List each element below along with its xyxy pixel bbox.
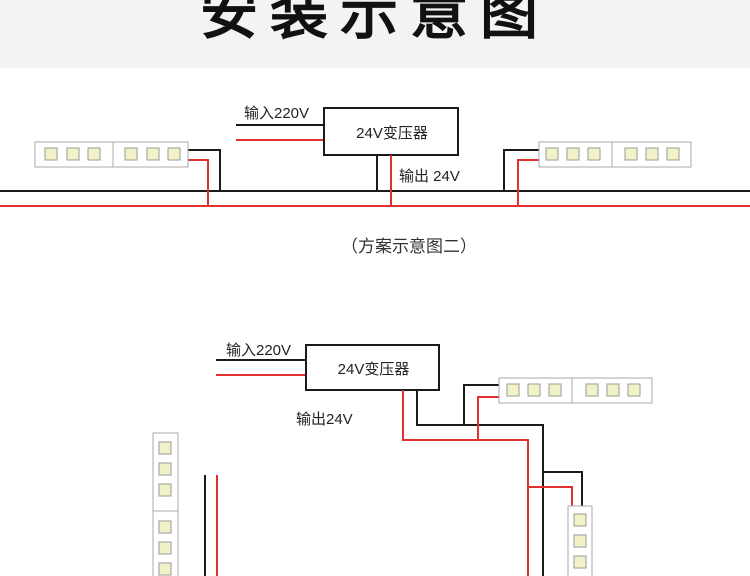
led-chip bbox=[587, 147, 601, 161]
led-chip bbox=[548, 383, 562, 397]
led-chip bbox=[87, 147, 101, 161]
left-strip-lead-black bbox=[188, 149, 221, 191]
diagram-2 bbox=[152, 344, 653, 576]
led-chip bbox=[158, 483, 172, 497]
transformer-label-2: 24V变压器 bbox=[337, 361, 410, 378]
led-chip bbox=[585, 383, 599, 397]
led-chip bbox=[158, 520, 172, 534]
led-chip bbox=[573, 555, 587, 569]
output-voltage-label: 输出 24V bbox=[399, 168, 460, 185]
transformer-box-2 bbox=[305, 344, 440, 391]
left-strip-lead-red bbox=[188, 159, 209, 206]
led-chip bbox=[66, 147, 80, 161]
led-strip-right bbox=[538, 141, 692, 168]
header-band: 安装示意图 bbox=[0, 0, 750, 68]
side-strip-lead-red bbox=[528, 486, 573, 506]
led-chip bbox=[573, 534, 587, 548]
led-chip bbox=[666, 147, 680, 161]
led-chip bbox=[566, 147, 580, 161]
input-voltage-label: 输入220V bbox=[244, 105, 310, 122]
led-strip-right-vertical bbox=[567, 505, 593, 576]
transformer-label: 24V变压器 bbox=[356, 125, 428, 142]
upper-strip-lead-black bbox=[463, 384, 499, 425]
led-chip bbox=[527, 383, 541, 397]
diagram-1 bbox=[0, 107, 750, 207]
led-chip bbox=[158, 541, 172, 555]
led-chip bbox=[158, 562, 172, 576]
led-chip bbox=[158, 441, 172, 455]
led-chip bbox=[627, 383, 641, 397]
upper-strip-lead-red bbox=[477, 396, 499, 440]
led-strip-upper-2 bbox=[498, 377, 653, 404]
led-chip bbox=[44, 147, 58, 161]
side-strip-lead-black bbox=[543, 471, 583, 506]
diagram-caption: （方案示意图二） bbox=[341, 237, 477, 256]
input-voltage-label-2: 输入220V bbox=[226, 342, 292, 359]
led-strip-left bbox=[34, 141, 189, 168]
led-chip bbox=[606, 383, 620, 397]
led-chip bbox=[645, 147, 659, 161]
led-chip bbox=[124, 147, 138, 161]
led-chip bbox=[167, 147, 181, 161]
led-chip bbox=[506, 383, 520, 397]
page-title: 安装示意图 bbox=[199, 0, 550, 47]
led-strip-left-vertical bbox=[152, 432, 179, 576]
led-chip bbox=[545, 147, 559, 161]
output-wire-black-2 bbox=[416, 390, 544, 576]
output-voltage-label-2: 输出24V bbox=[296, 411, 353, 428]
right-strip-lead-red bbox=[517, 159, 539, 206]
output-wire-red-2 bbox=[402, 390, 529, 576]
led-chip bbox=[624, 147, 638, 161]
led-chip bbox=[158, 462, 172, 476]
led-chip bbox=[146, 147, 160, 161]
led-chip bbox=[573, 513, 587, 527]
right-strip-lead-black bbox=[503, 149, 539, 191]
transformer-box bbox=[323, 107, 459, 156]
